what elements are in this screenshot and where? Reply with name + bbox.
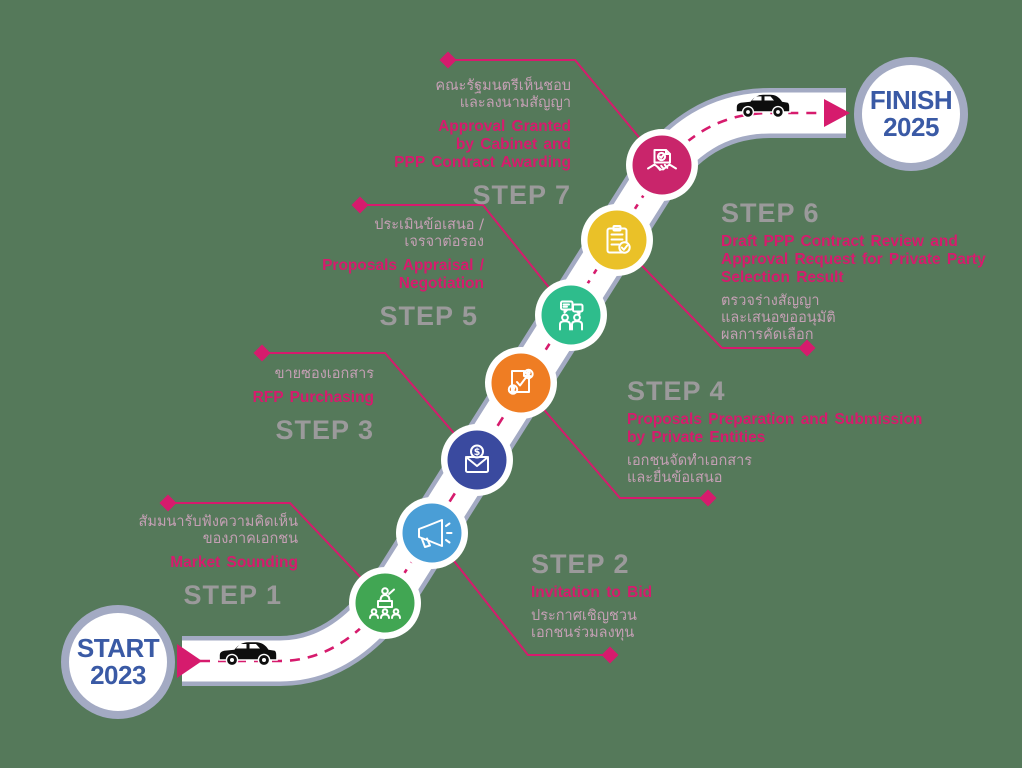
step3-text-block: ขายซองเอกสาร RFP Purchasing STEP 3 — [253, 366, 374, 444]
step5-text-block: ประเมินข้อเสนอ / เจรจาต่อรอง Proposals A… — [322, 217, 484, 330]
step2-icon-circle — [396, 497, 468, 569]
step5-connector — [360, 204, 572, 316]
step6-thai-line: ผลการคัดเลือก — [721, 327, 814, 343]
contract-handshake-icon — [647, 149, 677, 171]
clipboard-check-icon — [606, 225, 631, 254]
step1-text-block: สัมมนารับฟังความคิดเห็น ของภาคเอกชน Mark… — [139, 514, 298, 609]
step3-connector — [262, 352, 478, 461]
step6-icon-circle — [581, 204, 653, 276]
step3-thai-line: ขายซองเอกสาร — [274, 366, 374, 382]
finish-arrow-icon — [824, 99, 850, 127]
step6-label: STEP 6 — [721, 198, 820, 228]
step7-label: STEP 7 — [472, 180, 571, 210]
step5-name-line: Proposals Appraisal / — [322, 257, 484, 274]
step7-connector — [448, 59, 663, 166]
road-center-dashed-line — [182, 111, 846, 663]
step1-name: Market Sounding — [170, 554, 298, 571]
step2-thai-line: ประกาศเชิญชวน — [531, 608, 637, 624]
step4-name-line: by Private Entities — [627, 429, 766, 446]
step3-diamond — [253, 344, 271, 362]
finish-circle: FINISH 2025 — [854, 57, 968, 171]
step7-icon-circle — [626, 129, 698, 201]
step5-label: STEP 5 — [379, 301, 478, 331]
start-label: START — [76, 633, 160, 663]
step3-name: RFP Purchasing — [252, 389, 374, 406]
step4-connector — [520, 382, 708, 499]
step2-label: STEP 2 — [531, 549, 630, 579]
step2-text-block: STEP 2 Invitation to Bid ประกาศเชิญชวน เ… — [531, 550, 652, 642]
start-circle: START 2023 — [61, 605, 175, 719]
connector-diamonds — [159, 51, 816, 664]
step5-name-line: Negotiation — [398, 275, 484, 292]
step6-diamond — [798, 339, 816, 357]
step4-diamond — [699, 489, 717, 507]
step6-thai-line: และเสนอขออนุมัติ — [721, 310, 836, 326]
seminar-presenter-icon — [369, 587, 401, 619]
step7-thai-line: คณะรัฐมนตรีเห็นชอบ — [435, 78, 571, 94]
step6-name-line: Draft PPP Contract Review and — [721, 233, 958, 250]
start-arrow-icon — [177, 644, 202, 678]
megaphone-icon — [418, 519, 453, 548]
step7-name-line: by Cabinet and — [455, 136, 571, 153]
car-icon-start — [218, 640, 278, 667]
car-icon-finish — [735, 93, 791, 119]
step1-thai-line: ของภาคเอกชน — [202, 531, 298, 547]
step7-text-block: คณะรัฐมนตรีเห็นชอบ และลงนามสัญญา Approva… — [394, 78, 571, 209]
step4-label: STEP 4 — [627, 376, 726, 406]
step2-connector — [431, 532, 610, 656]
finish-label: FINISH — [869, 85, 953, 115]
step7-name-line: PPP Contract Awarding — [394, 154, 571, 171]
step2-diamond — [601, 646, 619, 664]
step4-thai-line: และยื่นข้อเสนอ — [627, 470, 723, 486]
step5-thai-line: ประเมินข้อเสนอ / — [374, 217, 484, 233]
step6-name-line: Selection Result — [721, 269, 844, 286]
step1-label: STEP 1 — [183, 580, 282, 610]
proposal-document-icon — [507, 368, 534, 395]
step5-thai-line: เจรจาต่อรอง — [404, 234, 484, 250]
dollar-sign: $ — [474, 447, 481, 458]
step4-text-block: STEP 4 Proposals Preparation and Submiss… — [627, 377, 922, 487]
step4-icon-circle — [485, 347, 557, 419]
step5-diamond — [351, 196, 369, 214]
finish-year: 2025 — [883, 112, 939, 142]
step1-diamond — [159, 494, 177, 512]
step1-icon-circle — [349, 567, 421, 639]
step3-label: STEP 3 — [275, 415, 374, 445]
step2-thai-line: เอกชนร่วมลงทุน — [531, 625, 635, 641]
step7-thai-line: และลงนามสัญญา — [459, 95, 571, 111]
step7-diamond — [439, 51, 457, 69]
step-icons: $ — [349, 129, 698, 639]
step6-text-block: STEP 6 Draft PPP Contract Review and App… — [721, 199, 986, 344]
step6-name-line: Approval Request for Private Party — [721, 251, 986, 268]
step4-thai-line: เอกชนจัดทำเอกสาร — [627, 453, 753, 469]
step6-connector — [616, 239, 807, 349]
start-year: 2023 — [90, 660, 146, 690]
step5-icon-circle — [535, 279, 607, 351]
envelope-dollar-icon: $ — [465, 444, 489, 473]
step4-name-line: Proposals Preparation and Submission — [627, 411, 923, 428]
step1-thai-line: สัมมนารับฟังความคิดเห็น — [138, 514, 298, 530]
step1-connector — [168, 502, 386, 604]
discussion-people-icon — [559, 300, 584, 331]
step3-icon-circle: $ — [441, 424, 513, 496]
connector-lines — [168, 59, 807, 656]
step2-name: Invitation to Bid — [531, 584, 653, 601]
step7-name-line: Approval Granted — [438, 118, 571, 135]
step6-thai-line: ตรวจร่างสัญญา — [721, 293, 820, 309]
